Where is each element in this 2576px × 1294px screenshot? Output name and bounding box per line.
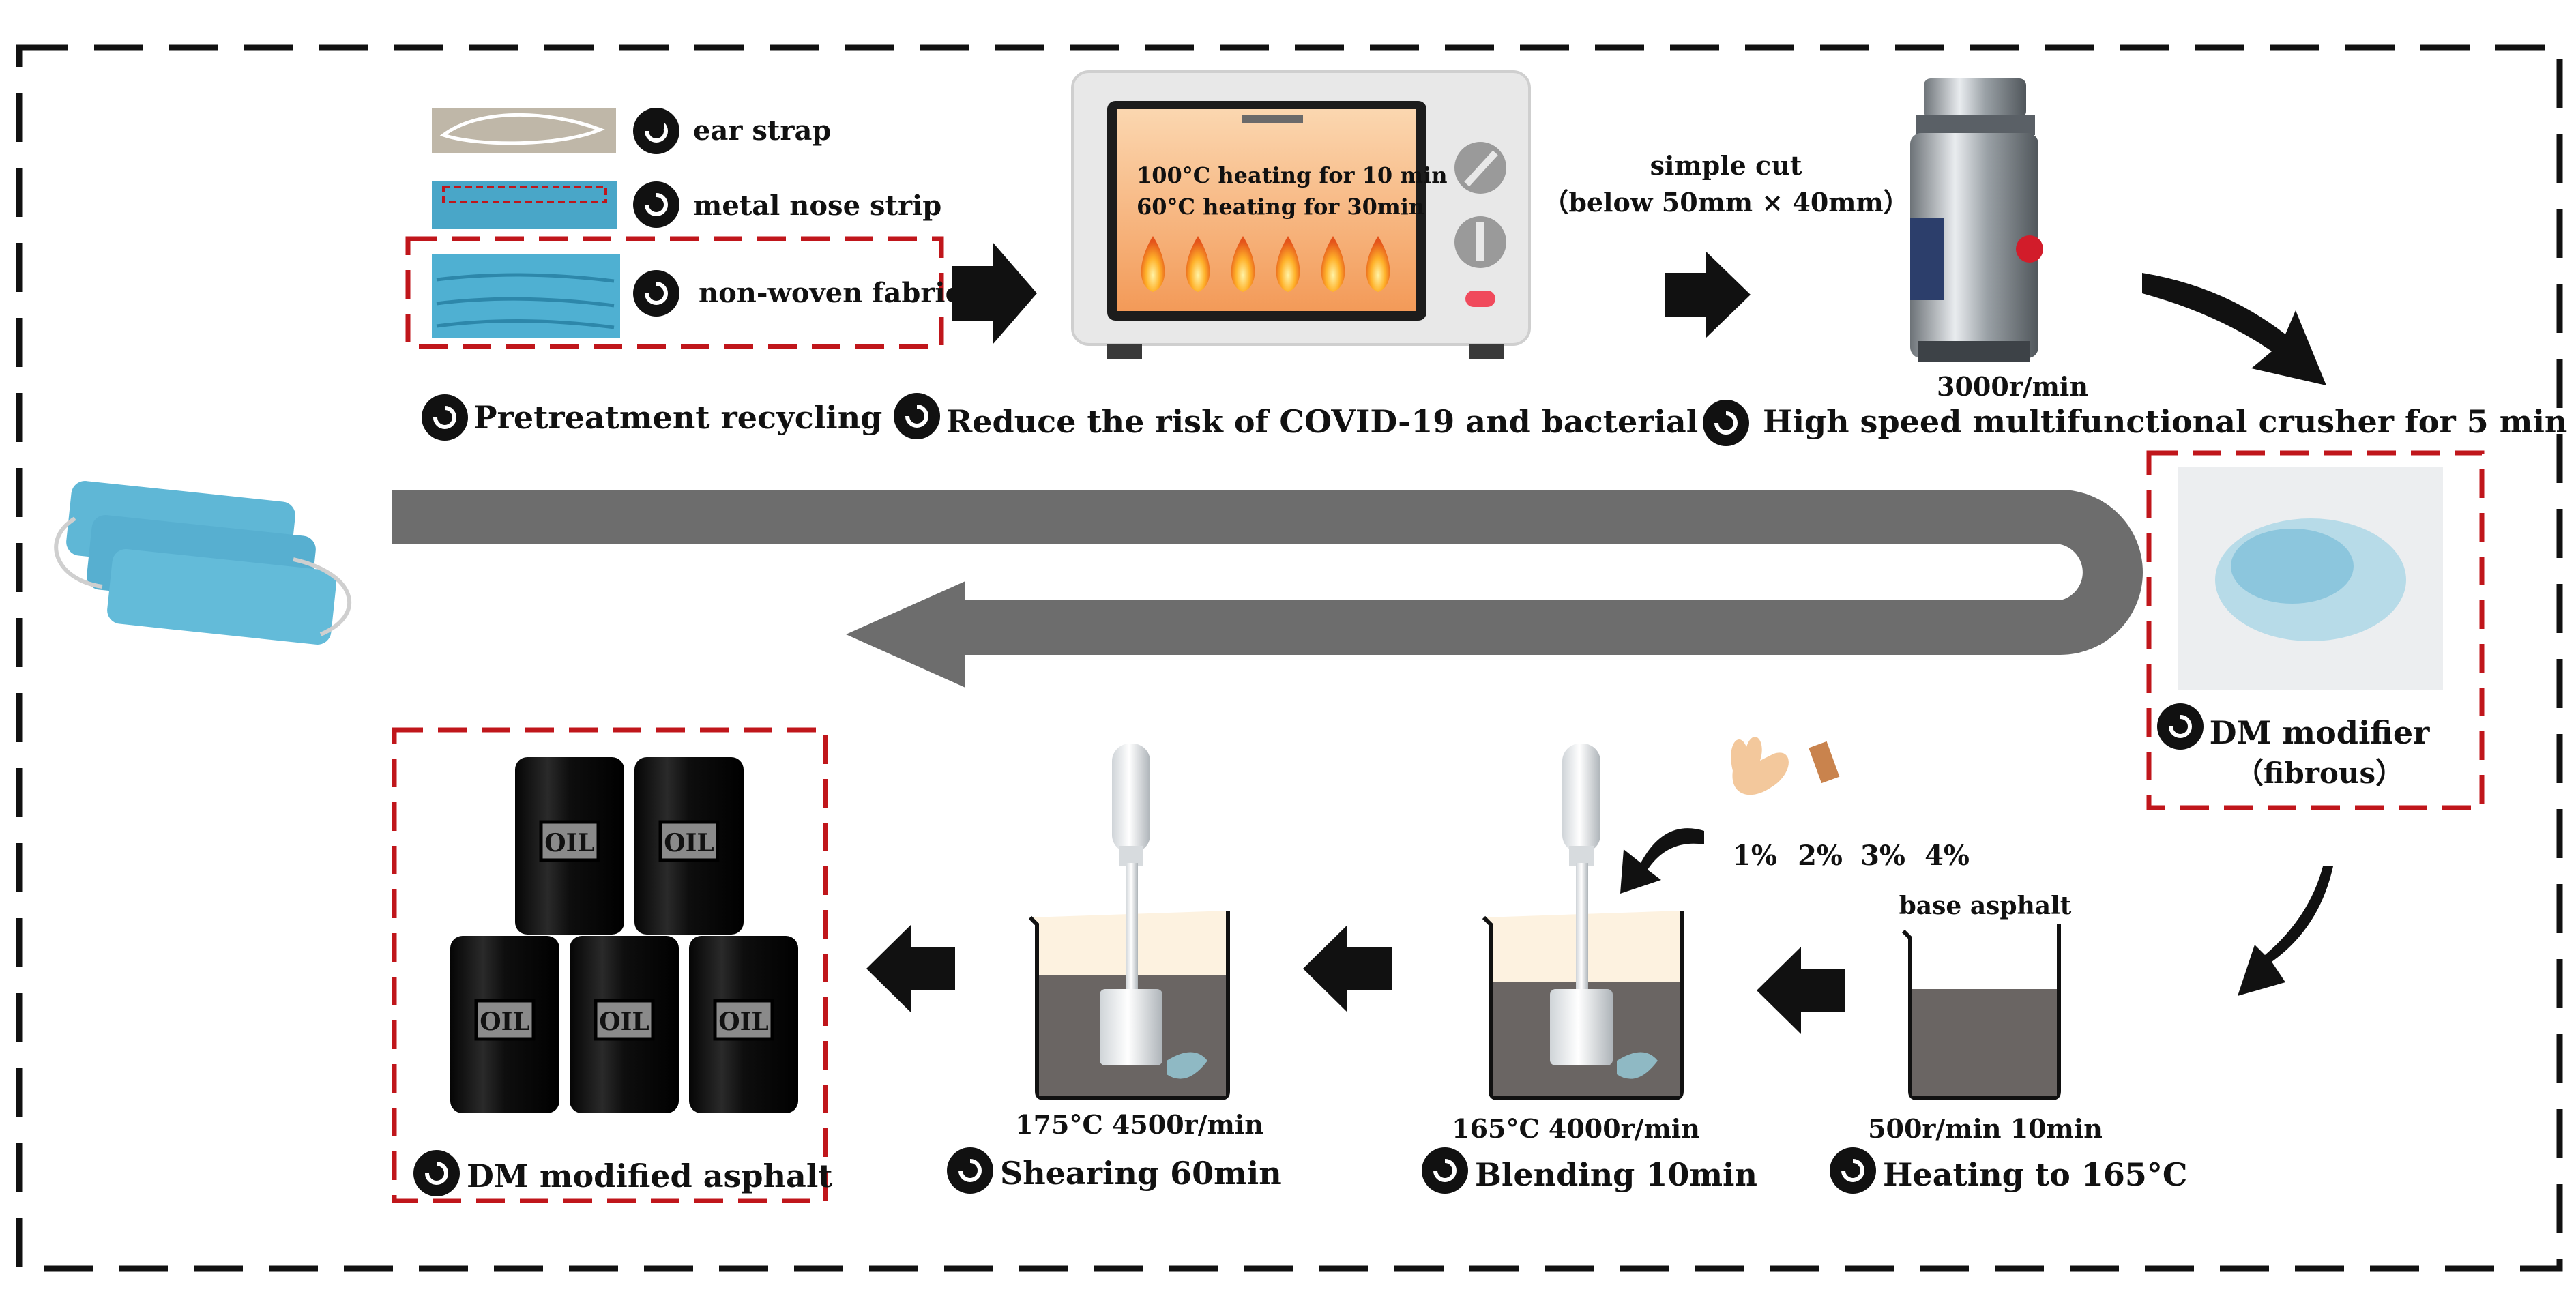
curved-arrow-icon [2238,866,2333,996]
product-section: OIL OIL OIL OIL OIL DM modified asphalt [392,727,833,1203]
barrel-label: OIL [544,829,595,857]
fabric-highlight-box [405,236,944,349]
shear-blade [1100,989,1162,1065]
oven-indicator-light [1465,291,1495,307]
oven-line-1: 100°C heating for 10 min [1137,162,1448,188]
hand-icon [1731,737,1789,795]
oven-caption: Reduce the risk of COVID-19 and bacteria… [946,403,1698,440]
metal-nose-strip-photo [432,181,617,229]
barrel-label: OIL [480,1008,530,1036]
barrel-label: OIL [718,1008,769,1036]
heating-section: base asphalt 500r/min 10min Heating to 1… [1830,892,2187,1194]
cut-line-1: simple cut [1650,150,1802,181]
cycle-icon [1830,1147,1876,1194]
crusher-section: 3000r/min High speed multifunctional cru… [1703,78,2567,446]
base-asphalt-label: base asphalt [1899,892,2072,920]
pretreatment-caption: Pretreatment recycling [473,399,882,436]
blending-caption: Blending 10min [1475,1156,1757,1193]
metal-nose-strip-label: metal nose strip [693,190,941,222]
cycle-icon [894,393,940,439]
oven-section: 100°C heating for 10 min 60°C heating fo… [894,70,1698,440]
crusher-lid [1924,78,2026,118]
arrow-right-icon [1665,251,1751,338]
dosage-values: 1% 2% 3% 4% [1732,840,1970,872]
heating-params: 500r/min 10min [1868,1113,2103,1144]
dosage-1: 1% [1732,840,1777,872]
modifier-line-2: （fibrous） [2235,756,2404,790]
cycle-icon [947,1147,993,1194]
mixer-blade [1550,989,1613,1065]
crusher-knob [2016,235,2043,263]
shearing-params: 175°C 4500r/min [1015,1109,1263,1140]
cut-line-2: （below 50mm × 40mm） [1542,187,1909,218]
dm-modifier-section: DM modifier （fibrous） [2146,450,2485,810]
crusher-body [1910,133,2038,358]
shearing-caption: Shearing 60min [1000,1155,1282,1192]
ear-strap-label: ear strap [693,115,831,147]
modifier-line-1: DM modifier [2210,714,2431,751]
cycle-icon [633,181,679,228]
cycle-icon [1703,400,1749,446]
cycle-icon [633,108,679,154]
cycle-icon [422,394,468,441]
cycle-icon [413,1150,460,1196]
crusher-speed: 3000r/min [1937,371,2088,402]
cycle-icon [2157,703,2204,750]
oven-screen [1117,109,1416,311]
arrow-right-icon [952,242,1037,344]
flame-icon [1141,236,1390,292]
non-woven-fabric-label: non-woven fabric [699,277,962,309]
cycle-icon [1422,1147,1468,1194]
curved-arrow-icon [1620,828,1704,894]
arrow-left-icon [1303,925,1392,1012]
shearing-section: 175°C 4500r/min Shearing 60min [947,744,1282,1194]
asphalt-fill [1912,989,2057,1096]
barrel-label: OIL [664,829,714,857]
dosage-2: 2% [1798,840,1843,872]
cycle-icon [633,270,679,317]
product-highlight-box [392,727,828,1203]
modifier-highlight-box [2146,450,2485,810]
curved-arrow-icon [2142,273,2326,385]
oil-barrels: OIL OIL OIL OIL OIL [450,757,798,1113]
face-masks-photo [54,481,351,645]
shear-rod [1126,863,1138,1006]
pretreatment-section: ear strap metal nose strip non-woven fab… [405,108,962,441]
mixer-rod [1576,863,1588,1006]
dosage-3: 3% [1860,840,1905,872]
barrel-label: OIL [599,1008,649,1036]
mixer-head [1562,744,1600,853]
product-caption: DM modified asphalt [467,1158,833,1194]
arrow-left-icon [866,925,955,1012]
shear-head [1112,744,1150,853]
heating-caption: Heating to 165°C [1883,1156,2187,1193]
outer-frame [16,44,2563,1272]
process-flow-arrow [392,490,2143,688]
oven-line-2: 60°C heating for 30min [1137,194,1424,220]
dosage-4: 4% [1924,840,1970,872]
crusher-caption: High speed multifunctional crusher for 5… [1763,403,2567,440]
arrow-left-icon [1757,947,1845,1034]
blending-section: 1% 2% 3% 4% 165°C 4000r/min Blending 10m… [1422,737,1970,1194]
blending-params: 165°C 4000r/min [1452,1113,1700,1144]
